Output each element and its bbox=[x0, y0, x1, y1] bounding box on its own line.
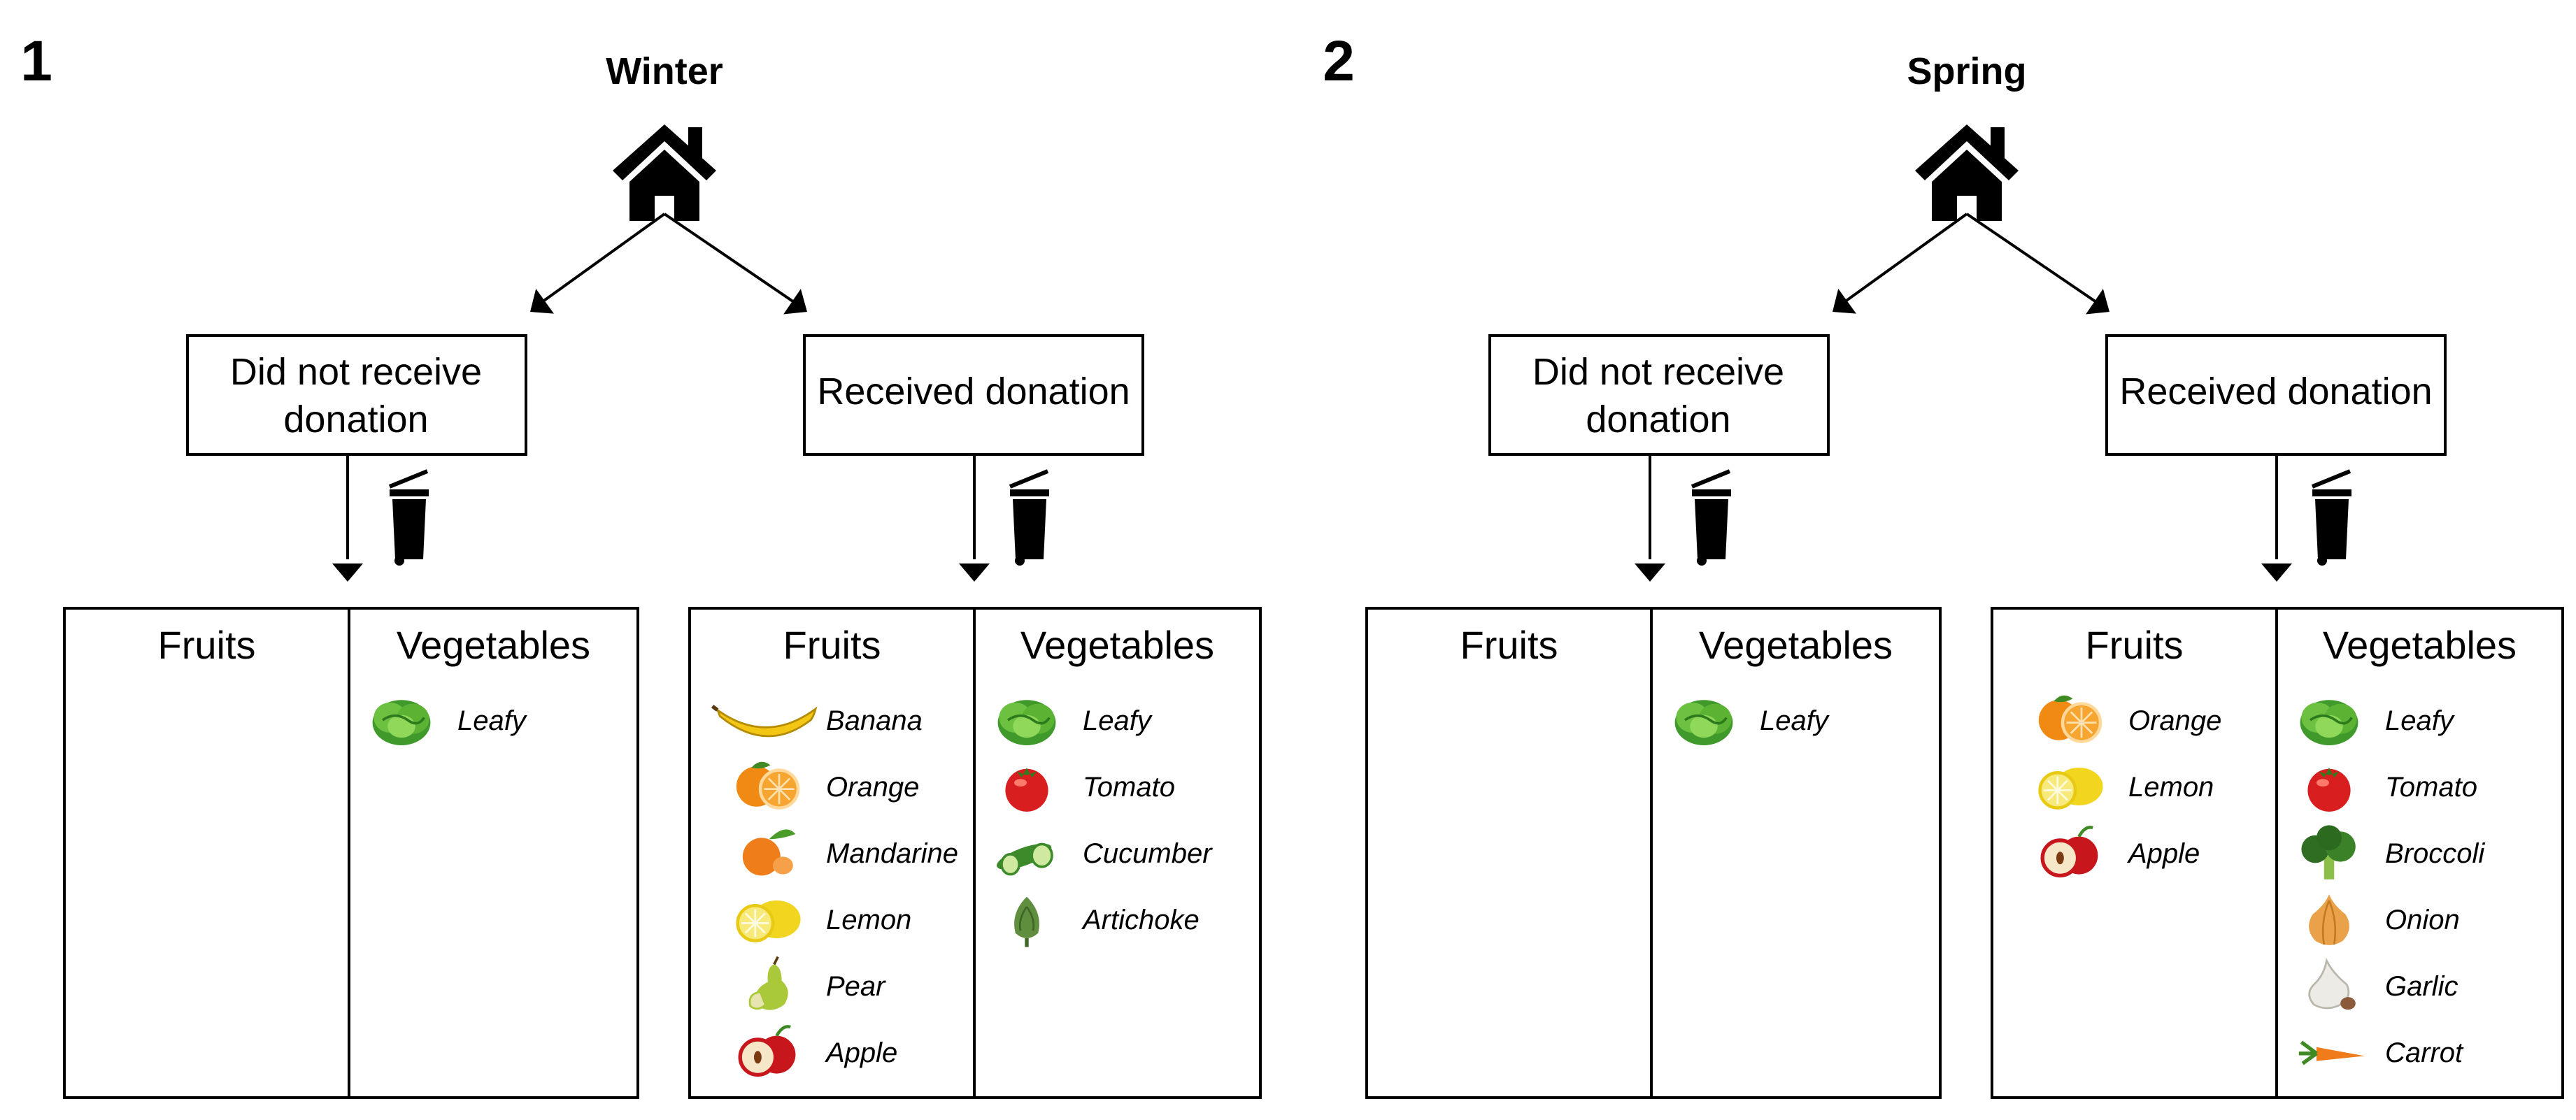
no-donation-label: Did not receive bbox=[230, 351, 482, 393]
apple-icon bbox=[2040, 826, 2098, 878]
vegetables-header: Vegetables bbox=[1699, 623, 1893, 667]
trash-bin-icon bbox=[388, 469, 429, 566]
apple-icon bbox=[738, 1025, 796, 1077]
donation-label: Received donation bbox=[2119, 371, 2432, 412]
arrowhead bbox=[1833, 288, 1856, 314]
orange-icon bbox=[2038, 695, 2102, 743]
fruit-item-label: Pear bbox=[826, 971, 886, 1002]
fruits-header: Fruits bbox=[1460, 623, 1558, 667]
vegetable-item-label: Leafy bbox=[1083, 705, 1153, 736]
fruits-header: Fruits bbox=[783, 623, 881, 667]
broccoli-icon bbox=[2301, 825, 2356, 880]
donation-box bbox=[2105, 334, 2447, 456]
tomato-icon bbox=[2307, 768, 2351, 812]
fruit-item-label: Mandarine bbox=[826, 838, 958, 869]
fruit-item-label: Lemon bbox=[2128, 772, 2214, 803]
fruit-item-label: Lemon bbox=[826, 905, 911, 935]
arrowhead bbox=[1635, 563, 1665, 582]
arrowhead bbox=[959, 563, 990, 582]
fruit-item-label: Orange bbox=[826, 772, 919, 803]
arrowhead bbox=[2261, 563, 2292, 582]
orange-icon bbox=[736, 761, 800, 810]
panel-number: 2 bbox=[1323, 29, 1355, 93]
house-icon bbox=[613, 124, 716, 221]
vegetable-item-label: Onion bbox=[2385, 905, 2460, 935]
trash-bin-icon bbox=[1691, 469, 1731, 566]
vegetable-item-label: Leafy bbox=[1760, 705, 1830, 736]
arrow-to-donation bbox=[663, 213, 795, 303]
no-donation-box bbox=[1488, 334, 1830, 456]
tomato-icon bbox=[1005, 768, 1048, 812]
arrow-to-no-donation bbox=[541, 213, 666, 303]
season-title: Winter bbox=[606, 50, 723, 92]
vegetables-header: Vegetables bbox=[1020, 623, 1214, 667]
arrowhead bbox=[2086, 289, 2109, 315]
vegetable-item-label: Artichoke bbox=[1081, 905, 1200, 935]
no-donation-label: Did not receive bbox=[1532, 351, 1784, 393]
vegetable-item-label: Tomato bbox=[1083, 772, 1175, 803]
arrowhead bbox=[332, 563, 363, 582]
donation-box bbox=[803, 334, 1144, 456]
vegetable-item-label: Carrot bbox=[2385, 1038, 2464, 1068]
arrowhead bbox=[530, 288, 554, 314]
no-donation-table-frame bbox=[1365, 607, 1942, 1099]
trash-bin-icon bbox=[1009, 469, 1049, 566]
vegetable-item-label: Tomato bbox=[2385, 772, 2477, 803]
vegetable-item-label: Leafy bbox=[457, 705, 528, 736]
no-donation-table-frame bbox=[63, 607, 639, 1099]
banana-icon bbox=[711, 705, 818, 738]
lettuce-icon bbox=[1674, 700, 1733, 745]
no-donation-label: donation bbox=[283, 399, 428, 440]
lemon-icon bbox=[2038, 768, 2103, 810]
panel-number: 1 bbox=[20, 29, 52, 93]
season-title: Spring bbox=[1907, 50, 2027, 92]
artichoke-icon bbox=[1014, 896, 1039, 947]
house-icon bbox=[1915, 124, 2019, 221]
fruits-header: Fruits bbox=[2086, 623, 2184, 667]
onion-icon bbox=[2309, 894, 2349, 945]
arrow-to-donation bbox=[1965, 213, 2098, 303]
trash-bin-icon bbox=[2311, 469, 2351, 566]
donation-label: Received donation bbox=[817, 371, 1130, 412]
arrowhead bbox=[783, 289, 807, 315]
pear-icon bbox=[748, 956, 788, 1010]
vegetables-header: Vegetables bbox=[2323, 623, 2517, 667]
lettuce-icon bbox=[2300, 700, 2358, 745]
donation-table: Fruits VegetablesBananaOrangeMandarineLem… bbox=[688, 607, 1262, 1099]
vegetable-item-label: Leafy bbox=[2385, 705, 2456, 736]
lettuce-icon bbox=[372, 700, 431, 745]
vegetable-item-label: Garlic bbox=[2385, 971, 2458, 1002]
carrot-icon bbox=[2298, 1040, 2365, 1065]
no-donation-label: donation bbox=[1586, 399, 1730, 440]
garlic-icon bbox=[2308, 957, 2356, 1010]
no-donation-box bbox=[186, 334, 527, 456]
fruit-item-label: Apple bbox=[825, 1038, 897, 1068]
arrow-to-no-donation bbox=[1843, 213, 1968, 303]
fruit-item-label: Apple bbox=[2127, 838, 2200, 869]
mandarine-icon bbox=[742, 829, 796, 876]
fruits-header: Fruits bbox=[158, 623, 256, 667]
vegetable-item-label: Broccoli bbox=[2385, 838, 2485, 869]
vegetables-header: Vegetables bbox=[397, 623, 590, 667]
cucumber-icon bbox=[997, 842, 1053, 876]
fruit-item-label: Banana bbox=[826, 705, 923, 736]
lettuce-icon bbox=[997, 700, 1056, 745]
vegetable-item-label: Cucumber bbox=[1083, 838, 1213, 869]
lemon-icon bbox=[736, 900, 801, 942]
fruit-item-label: Orange bbox=[2128, 705, 2221, 736]
